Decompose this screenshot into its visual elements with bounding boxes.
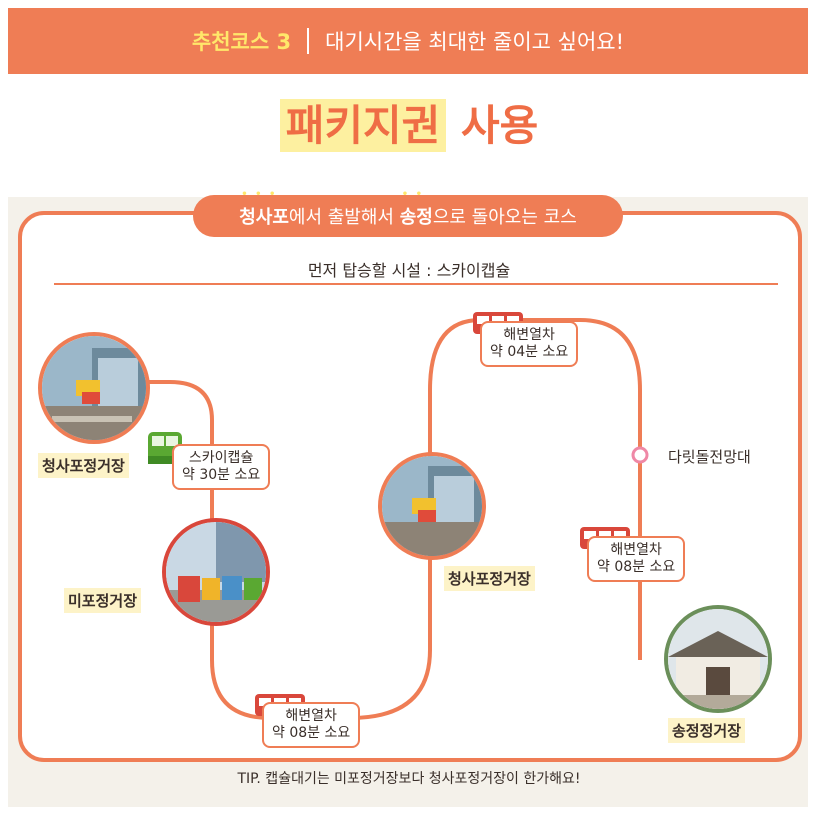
leg-train-top-name: 해변열차 [503, 327, 555, 343]
leg-train-right-name: 해변열차 [610, 542, 662, 558]
page-title: 패키지권 사용 [0, 92, 818, 153]
banner-divider [307, 28, 310, 54]
pill-start: 청사포 [239, 189, 289, 229]
first-facility: 먼저 탑승할 시설 : 스카이캡슐 [307, 261, 511, 280]
header-banner: 추천코스 3 대기시간을 최대한 줄이고 싶어요! [8, 8, 808, 74]
leg-label-skycapsule: 스카이캡슐 약 30분 소요 [172, 444, 271, 490]
leg-train-right-time: 약 08분 소요 [597, 559, 676, 575]
title-rest: 사용 [460, 101, 539, 150]
title-highlight: 패키지권 [279, 99, 447, 152]
course-subtitle: 대기시간을 최대한 줄이고 싶어요! [325, 30, 625, 54]
mipo-station-photo [162, 518, 270, 626]
leg-train-bottom-time: 약 08분 소요 [272, 725, 351, 741]
leg-train-bottom-name: 해변열차 [285, 708, 337, 724]
pill-end: 송정 [400, 189, 433, 229]
songjeong-station-photo [664, 605, 772, 713]
pill-text-2: 으로 돌아오는 코스 [432, 207, 577, 228]
leg-skycapsule-name: 스카이캡슐 [188, 450, 254, 466]
cheongsapo-station-photo-2 [378, 452, 486, 560]
leg-skycapsule-time: 약 30분 소요 [182, 467, 261, 483]
tip-text: TIP. 캡슐대기는 미포정거장보다 청사포정거장이 한가해요! [237, 771, 581, 787]
course-number: 추천코스 3 [191, 30, 292, 54]
station-mipo: 미포정거장 [64, 588, 142, 613]
station-darit-dol: 다릿돌전망대 [668, 448, 751, 466]
observatory-stop-marker [631, 446, 649, 464]
course-pill: 청사포 에서 출발해서 송정 으로 돌아오는 코스 [193, 189, 623, 237]
station-cheongsapo-middle: 청사포정거장 [444, 566, 535, 591]
station-songjeong: 송정정거장 [668, 718, 746, 743]
divider-line [54, 283, 778, 285]
leg-train-top-time: 약 04분 소요 [490, 344, 569, 360]
leg-label-train-bottom: 해변열차 약 08분 소요 [262, 702, 361, 748]
leg-label-train-top: 해변열차 약 04분 소요 [480, 321, 579, 367]
station-cheongsapo-left: 청사포정거장 [38, 453, 129, 478]
cheongsapo-station-photo [38, 332, 150, 444]
leg-label-train-right: 해변열차 약 08분 소요 [587, 536, 686, 582]
pill-text-1: 에서 출발해서 [288, 207, 400, 228]
